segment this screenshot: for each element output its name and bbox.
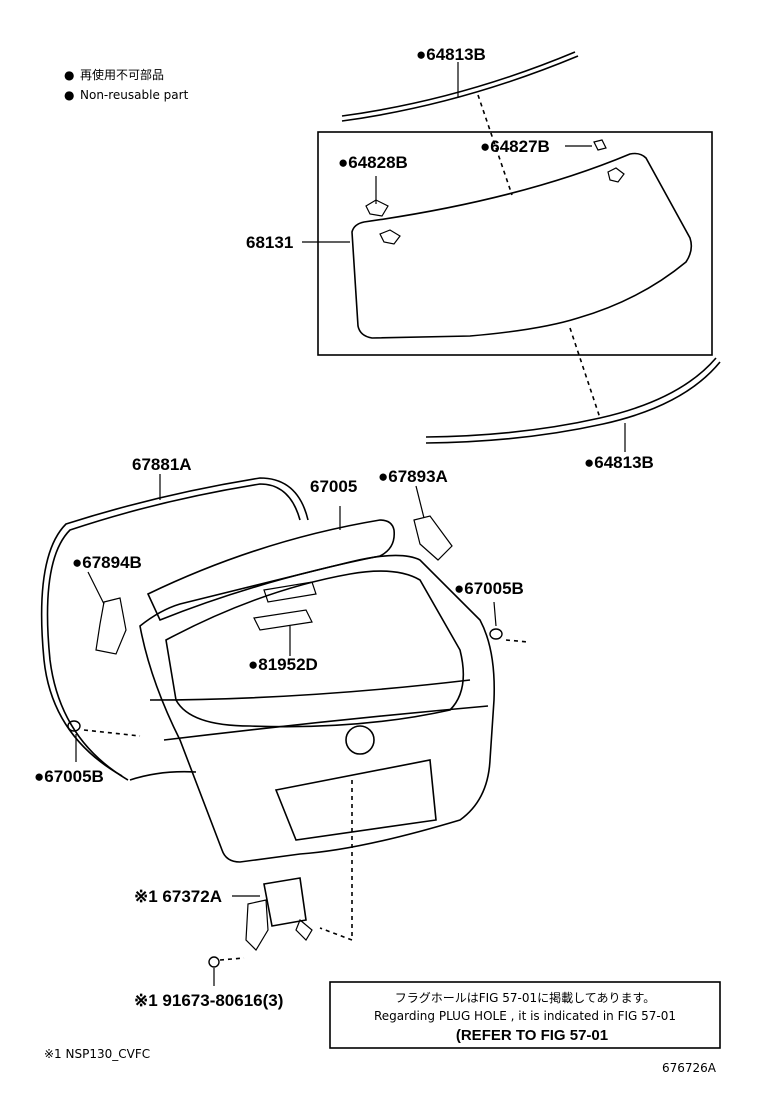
label-67005b-right: ●67005B [454, 579, 524, 598]
plug-67005b-left [67, 720, 81, 732]
glass-clip-64828b [365, 199, 389, 217]
figure-code: 676726A [662, 1061, 717, 1075]
door-weatherstrip [40, 474, 309, 781]
weatherstrip-bottom [425, 357, 721, 452]
legend: ● 再使用不可部品 ● Non-reusable part [64, 67, 189, 102]
back-glass [351, 152, 693, 339]
label-91673: ※1 91673-80616(3) [134, 991, 283, 1010]
leader-64813b-top [477, 94, 513, 196]
label-81952d: ●81952D [248, 655, 318, 674]
label-67881a: 67881A [132, 455, 192, 474]
label-64828b: ●64828B [338, 153, 408, 172]
label-67893a: ●67893A [378, 467, 448, 486]
legend-item-en: ● [64, 88, 74, 102]
reference-line-en: Regarding PLUG HOLE , it is indicated in… [374, 1009, 676, 1023]
bolt-91673 [208, 956, 220, 968]
hinge-67893a [413, 515, 453, 561]
legend-item-en-text: Non-reusable part [80, 88, 189, 102]
footnote: ※1 NSP130_CVFC [44, 1047, 150, 1061]
reference-box: フラグホールはFIG 57-01に掲載してあります。 Regarding PLU… [329, 981, 721, 1049]
glass-bracket-right [607, 167, 625, 183]
label-67372a: ※1 67372A [134, 887, 222, 906]
leader-64813b-bottom [569, 327, 601, 419]
label-68131: 68131 [246, 233, 293, 252]
legend-item-jp-text: 再使用不可部品 [80, 67, 164, 82]
label-67005: 67005 [310, 477, 357, 496]
label-64827b: ●64827B [480, 137, 550, 156]
lamp-81952d [253, 609, 313, 631]
glass-group-box [317, 131, 713, 356]
legend-item-jp: ● [64, 68, 74, 82]
glass-clip-64827b [593, 139, 607, 151]
leader-lock [319, 780, 353, 942]
reference-line-jp: フラグホールはFIG 57-01に掲載してあります。 [395, 990, 656, 1005]
door-lock-67372a [232, 877, 313, 951]
label-67894b: ●67894B [72, 553, 142, 572]
label-64813b-top: ●64813B [416, 45, 486, 64]
label-64813b-bottom: ●64813B [584, 453, 654, 472]
weatherstrip-top [341, 51, 579, 122]
reference-line-refer: (REFER TO FIG 57-01 [456, 1027, 608, 1044]
hinge-67894b [95, 597, 127, 655]
label-67005b-left: ●67005B [34, 767, 104, 786]
glass-bracket-left [379, 229, 401, 245]
back-door [139, 506, 496, 863]
plug-67005b-right [489, 628, 503, 640]
